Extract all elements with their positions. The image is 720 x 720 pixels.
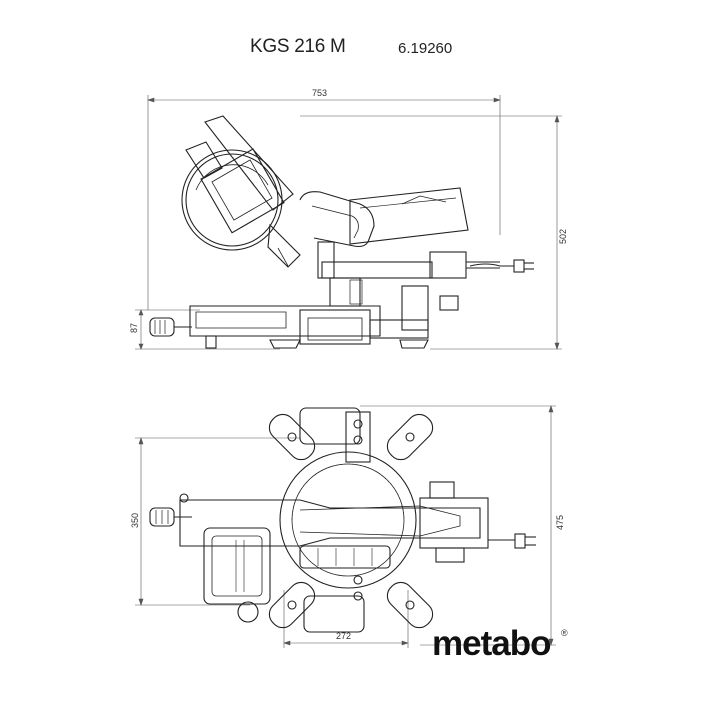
metabo-logo: metabo (432, 624, 551, 663)
saw-base (189, 305, 429, 349)
base-arms (268, 413, 434, 629)
saw-head (185, 115, 301, 268)
front-knob-top (149, 493, 192, 527)
power-plug-top (514, 533, 536, 549)
dim-length-label: 753 (312, 88, 327, 98)
saw-handle (299, 191, 375, 248)
power-plug (469, 259, 534, 273)
pivot-column (317, 241, 459, 331)
grip-bar (299, 545, 391, 569)
dim-base-height-label: 87 (129, 323, 139, 333)
front-clamp-knob (149, 317, 192, 337)
motor-block (203, 527, 271, 623)
dimension-depth (135, 437, 300, 606)
top-view: 350 475 272 (130, 405, 565, 648)
dimension-base-width (283, 590, 409, 648)
dim-width-label: 475 (555, 515, 565, 530)
fence-housing (299, 407, 371, 633)
article-number: 6.19260 (398, 40, 453, 57)
dim-depth-label: 350 (130, 513, 140, 528)
dim-height-label: 502 (558, 229, 568, 244)
slide-arm (179, 481, 515, 563)
model-title: KGS 216 M (250, 36, 346, 57)
dimension-width (360, 405, 556, 646)
turntable (279, 451, 417, 589)
dimension-length (147, 95, 501, 310)
dim-base-width-label: 272 (336, 631, 351, 641)
dimension-base-height (135, 309, 280, 350)
dimension-height (300, 115, 562, 350)
registered-mark: ® (561, 628, 568, 638)
side-view: 753 502 87 (129, 88, 568, 350)
slide-rail (349, 187, 500, 279)
